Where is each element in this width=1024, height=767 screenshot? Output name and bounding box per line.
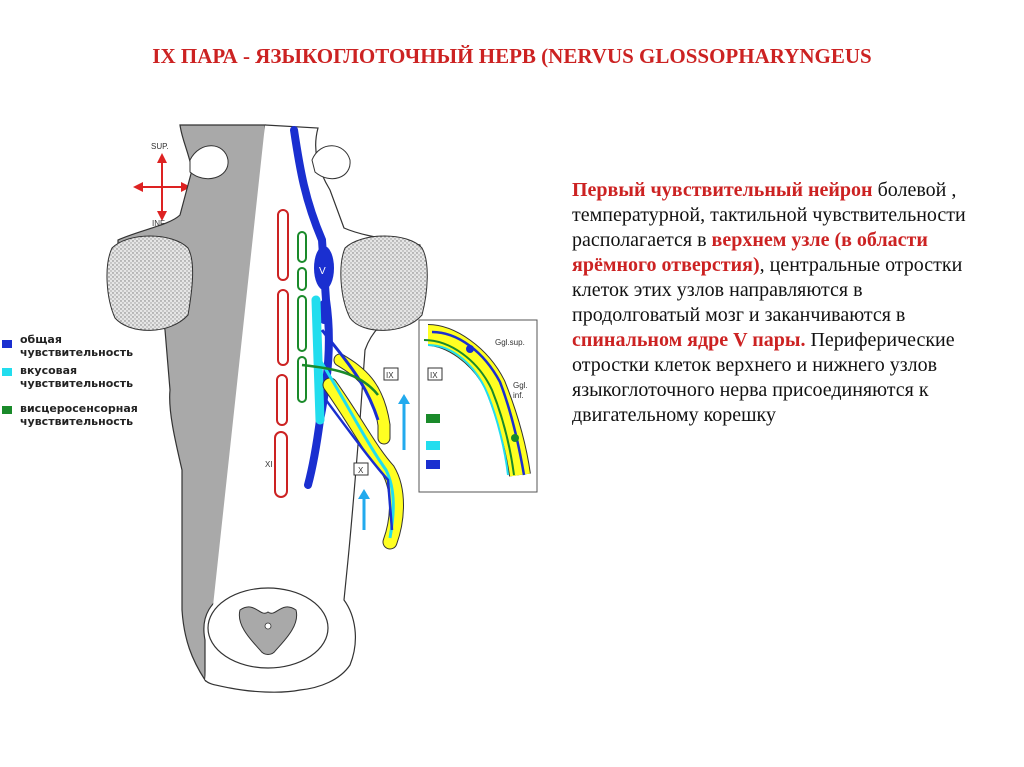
v-nucleus <box>314 246 334 290</box>
fiber-general <box>320 329 380 421</box>
paragraph-part-6: Периферические отростки клеток верхнего … <box>572 329 955 426</box>
legend-general-line2: чувствительность <box>20 346 133 359</box>
legend-visceral-line2: чувствительность <box>20 415 133 428</box>
ix-inset-box <box>427 367 443 381</box>
legend-visceral-line1: висцеросенсорная <box>20 402 138 415</box>
spinal-nucleus-v <box>290 126 333 489</box>
page-title: IX ПАРА - ЯЗЫКОГЛОТОЧНЫЙ НЕРВ (NERVUS GL… <box>152 44 872 68</box>
ggl-sup-label: Ggl.sup. <box>495 338 525 347</box>
legend-swatch-visceral <box>2 406 12 414</box>
legend-taste-line2: чувствительность <box>20 377 133 390</box>
motor-nuclei <box>274 209 289 498</box>
paragraph-part-4: , центральные отростки клеток этих узлов… <box>572 254 963 326</box>
taste-nucleus <box>311 295 325 425</box>
cerebellar-bump-right <box>311 145 351 180</box>
arrow-up-icon <box>358 394 410 530</box>
visceral-nuclei <box>297 231 307 403</box>
legend-swatch-taste <box>2 368 12 376</box>
fiber-visceral <box>301 363 379 396</box>
x-label: X <box>358 466 364 475</box>
inset-legend-visceral <box>426 414 440 423</box>
xi-label: XI <box>265 460 273 469</box>
ix-inset-label: IX <box>430 371 438 380</box>
inset-legend-general <box>426 460 440 469</box>
ix-label: IX <box>386 371 394 380</box>
v-label: V <box>319 266 326 277</box>
inset-legend-taste <box>426 441 440 450</box>
orientation-cross-icon <box>133 153 191 221</box>
ggl-inf-label-2: inf. <box>513 391 524 400</box>
olive-right <box>340 235 428 331</box>
description-paragraph: Первый чувствительный нейрон болевой , т… <box>572 178 982 428</box>
legend-general-line1: общая <box>20 333 62 346</box>
x-box <box>353 462 369 476</box>
fiber-general-x <box>324 399 394 531</box>
olive-left <box>106 235 194 331</box>
cerebellar-bump-left <box>189 145 229 180</box>
legend-taste-line1: вкусовая <box>20 364 77 377</box>
fiber-taste <box>318 359 395 539</box>
ix-box <box>383 367 399 381</box>
inf-label: INF. <box>152 219 166 228</box>
paragraph-highlight-nucleus: спинальном ядре V пары. <box>572 329 806 351</box>
paragraph-part-2: болевой , температурной, тактильной чувс… <box>572 179 966 251</box>
ggl-inf-label-1: Ggl. <box>513 381 528 390</box>
legend: общая чувствительность вкусовая чувствит… <box>2 333 138 428</box>
legend-swatch-general <box>2 340 12 348</box>
sup-label: SUP. <box>151 142 169 151</box>
paragraph-heading: Первый чувствительный нейрон <box>572 179 873 201</box>
spinal-cord-section <box>207 587 329 669</box>
paragraph-highlight-node: верхнем узле (в области яpёмного отверст… <box>572 229 928 276</box>
